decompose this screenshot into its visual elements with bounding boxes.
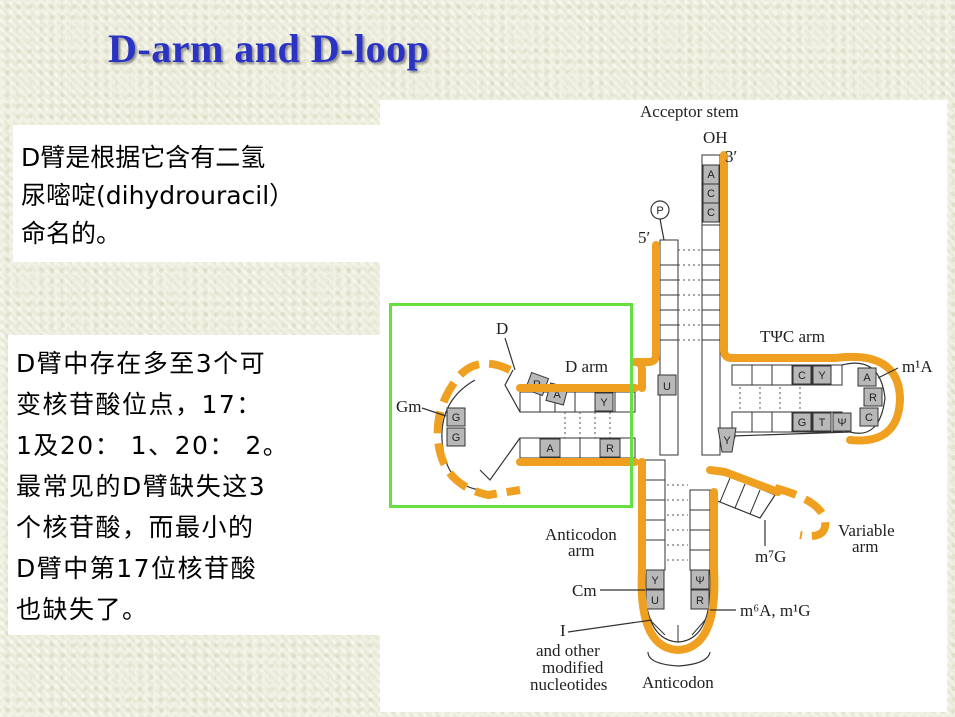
anticodon-nt-y: Y (651, 575, 659, 587)
anticodon-nt-u: U (651, 595, 659, 607)
tpsic-nt-t: T (819, 417, 826, 429)
label-other-3: nucleotides (530, 675, 607, 694)
label-cm: Cm (572, 581, 597, 600)
variable-nt-y: Y (723, 435, 731, 447)
tpsic-loop-nt-r: R (869, 392, 877, 404)
text-box-variable-sites: D臂中存在多至3个可 变核苷酸位点，17： 1及20： 1、20： 2。 最常见… (8, 335, 388, 635)
text-line: 命名的。 (21, 215, 393, 253)
label-i: I (560, 621, 566, 640)
tpsic-nt-y: Y (818, 370, 826, 382)
acceptor-stem: A C C (660, 155, 720, 455)
label-tpsic-arm: TΨC arm (760, 327, 825, 346)
acceptor-nt-c1: C (707, 188, 715, 200)
stem-nt-u: U (663, 381, 671, 393)
label-anticodon-arm-2: arm (568, 541, 594, 560)
label-anticodon: Anticodon (642, 673, 714, 692)
anticodon-nt-r: R (696, 595, 704, 607)
anticodon-nt-psi: Ψ (695, 575, 704, 587)
label-m7g: m⁷G (755, 547, 786, 566)
acceptor-nt-a: A (707, 169, 715, 181)
label-3-prime: 3′ (725, 147, 737, 166)
d-arm-highlight-box (389, 303, 633, 508)
label-m1a: m¹A (902, 357, 933, 376)
slide-title: D-arm and D-loop (108, 25, 708, 72)
tpsic-nt-g: G (798, 417, 807, 429)
tpsic-arm: C Y G T Ψ A R C (732, 363, 885, 433)
acceptor-nt-c2: C (707, 207, 715, 219)
tpsic-loop-nt-c: C (865, 412, 873, 424)
phosphate-label: P (656, 205, 663, 217)
text-box-dihydrouracil: D臂是根据它含有二氢 尿嘧啶(dihydrouracil） 命名的。 (13, 125, 393, 262)
text-line: 最常见的D臂缺失这3 (16, 466, 388, 507)
label-5-prime: 5′ (638, 228, 650, 247)
text-line: D臂中存在多至3个可 (16, 343, 388, 384)
text-line: 尿嘧啶(dihydrouracil） (21, 177, 393, 215)
text-line: 变核苷酸位点，17： (16, 384, 388, 425)
text-line: D臂中第17位核苷酸 (16, 548, 388, 589)
anticodon-arm: Y U Ψ R (645, 460, 711, 642)
tpsic-loop-nt-a: A (863, 372, 871, 384)
tpsic-nt-c: C (798, 370, 806, 382)
label-oh: OH (703, 128, 728, 147)
text-line: 个核苷酸，而最小的 (16, 507, 388, 548)
label-m6a-m1g: m⁶A, m¹G (740, 601, 811, 620)
label-variable-arm-2: arm (852, 537, 878, 556)
tpsic-nt-psi: Ψ (837, 417, 846, 429)
label-acceptor-stem: Acceptor stem (640, 102, 739, 121)
text-line: 1及20： 1、20： 2。 (16, 425, 388, 466)
text-line: 也缺失了。 (16, 589, 388, 630)
text-line: D臂是根据它含有二氢 (21, 139, 393, 177)
